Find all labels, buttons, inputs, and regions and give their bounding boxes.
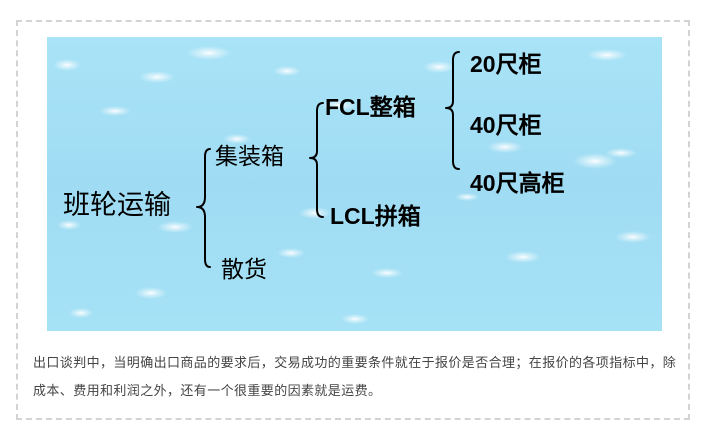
article-frame	[16, 20, 690, 420]
20ft-container-node: 20尺柜	[470, 51, 542, 77]
40ft-high-cube-node: 40尺高柜	[470, 170, 565, 196]
brace-root	[196, 148, 211, 268]
diagram-panel: 班轮运输 集装箱 散货 FCL整箱 LCL拼箱 20尺柜 40尺柜 40尺高柜	[47, 37, 662, 331]
tree-connectors	[196, 51, 460, 268]
container-node: 集装箱	[215, 144, 284, 170]
caption-text: 出口谈判中，当明确出口商品的要求后，交易成功的重要条件就在于报价是否合理；在报价…	[33, 356, 677, 399]
40ft-container-node: 40尺柜	[470, 112, 542, 138]
sparkle-background	[53, 46, 651, 324]
root-node: 班轮运输	[63, 190, 171, 221]
brace-fcl	[445, 51, 460, 170]
lcl-node: LCL拼箱	[330, 203, 421, 229]
fcl-node: FCL整箱	[325, 94, 416, 120]
bulk-cargo-node: 散货	[221, 257, 267, 283]
brace-container	[309, 102, 324, 218]
